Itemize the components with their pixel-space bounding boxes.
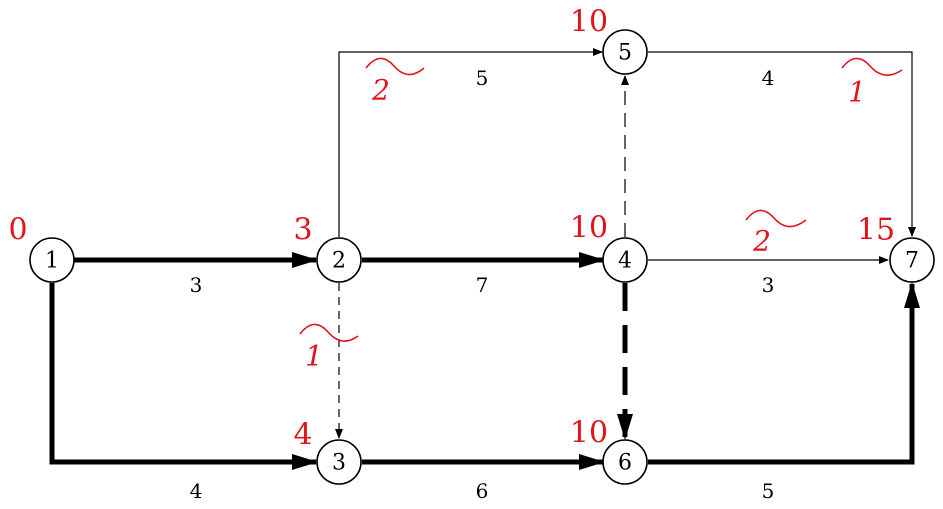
duration-label-3-6: 6 (476, 479, 489, 503)
earliest-time-node-6: 10 (570, 416, 608, 451)
earliest-time-node-2: 3 (293, 213, 312, 248)
node-label-7: 7 (905, 249, 919, 274)
earliest-time-node-7: 15 (857, 213, 895, 248)
node-7: 7 (889, 237, 935, 283)
node-6: 6 (602, 439, 648, 485)
duration-label-4-7: 3 (762, 273, 775, 297)
node-label-4: 4 (618, 249, 632, 274)
node-label-3: 3 (332, 451, 346, 476)
earliest-time-node-5: 10 (570, 5, 608, 40)
duration-label-6-7: 5 (762, 479, 775, 503)
float-value-2-3: 1 (305, 340, 323, 373)
edge-5-7 (648, 51, 916, 237)
node-label-6: 6 (618, 451, 632, 476)
node-1: 1 (29, 237, 75, 283)
earliest-time-node-3: 4 (293, 418, 312, 453)
duration-label-1-3: 4 (190, 479, 203, 503)
earliest-time-node-4: 10 (570, 211, 608, 246)
float-value-5-7: 1 (848, 76, 866, 109)
node-label-5: 5 (618, 41, 632, 66)
earliest-time-node-1: 0 (8, 213, 27, 248)
node-5: 5 (602, 29, 648, 75)
node-4: 4 (602, 237, 648, 283)
float-value-2-5: 2 (371, 74, 390, 107)
float-annotation-5-7: 1 (841, 57, 903, 109)
duration-label-5-7: 4 (762, 66, 775, 90)
float-value-4-7: 2 (752, 225, 771, 258)
node-label-1: 1 (45, 249, 59, 274)
duration-label-1-2: 3 (190, 273, 203, 297)
node-2: 2 (316, 237, 362, 283)
float-annotation-4-7: 2 (745, 209, 807, 258)
node-label-2: 2 (332, 249, 346, 274)
edge-1-3 (49, 283, 318, 470)
float-annotation-2-3: 1 (299, 323, 359, 373)
edge-6-7 (648, 282, 920, 465)
float-annotation-2-5: 2 (365, 57, 425, 107)
duration-label-2-5: 5 (476, 66, 489, 90)
edge-2-5 (338, 48, 603, 237)
duration-label-2-4: 7 (476, 273, 489, 297)
node-3: 3 (316, 439, 362, 485)
